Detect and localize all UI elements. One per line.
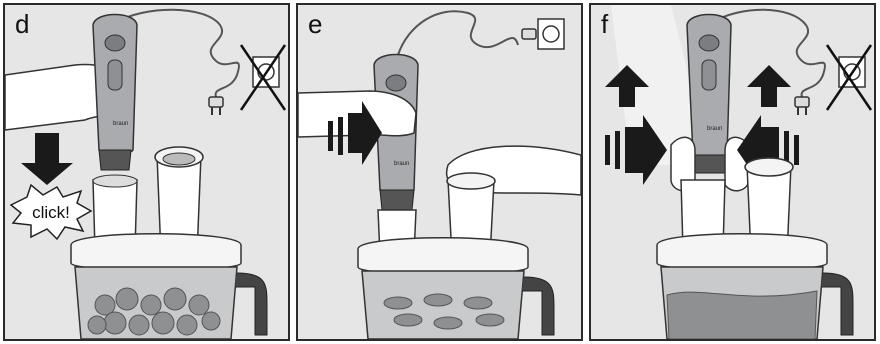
crossed-out-socket-icon bbox=[241, 45, 285, 110]
step-f-illustration: braun bbox=[591, 5, 874, 339]
brand-logo: braun bbox=[113, 121, 128, 127]
plug-icon bbox=[795, 97, 809, 115]
hand-blender-motor: braun bbox=[93, 15, 137, 171]
step-e-illustration: braun bbox=[298, 5, 581, 339]
plug-in-socket-icon bbox=[522, 19, 564, 49]
food-processor bbox=[657, 158, 853, 339]
brand-logo: braun bbox=[707, 126, 722, 132]
plug-icon bbox=[209, 97, 223, 115]
food-processor bbox=[71, 147, 267, 339]
step-e-panel: braun e bbox=[296, 3, 583, 341]
step-d-panel: braun click! bbox=[3, 3, 290, 341]
up-arrow-icon bbox=[747, 65, 791, 107]
crossed-out-socket-icon bbox=[827, 45, 871, 110]
click-label: click! bbox=[32, 203, 70, 222]
step-letter: f bbox=[601, 11, 608, 37]
down-arrow-icon bbox=[21, 133, 73, 185]
click-callout: click! bbox=[11, 185, 91, 239]
step-letter: e bbox=[308, 11, 322, 37]
step-d-illustration: braun click! bbox=[5, 5, 288, 339]
step-letter: d bbox=[15, 11, 29, 37]
brand-logo: braun bbox=[394, 161, 409, 167]
step-f-panel: braun f bbox=[589, 3, 876, 341]
